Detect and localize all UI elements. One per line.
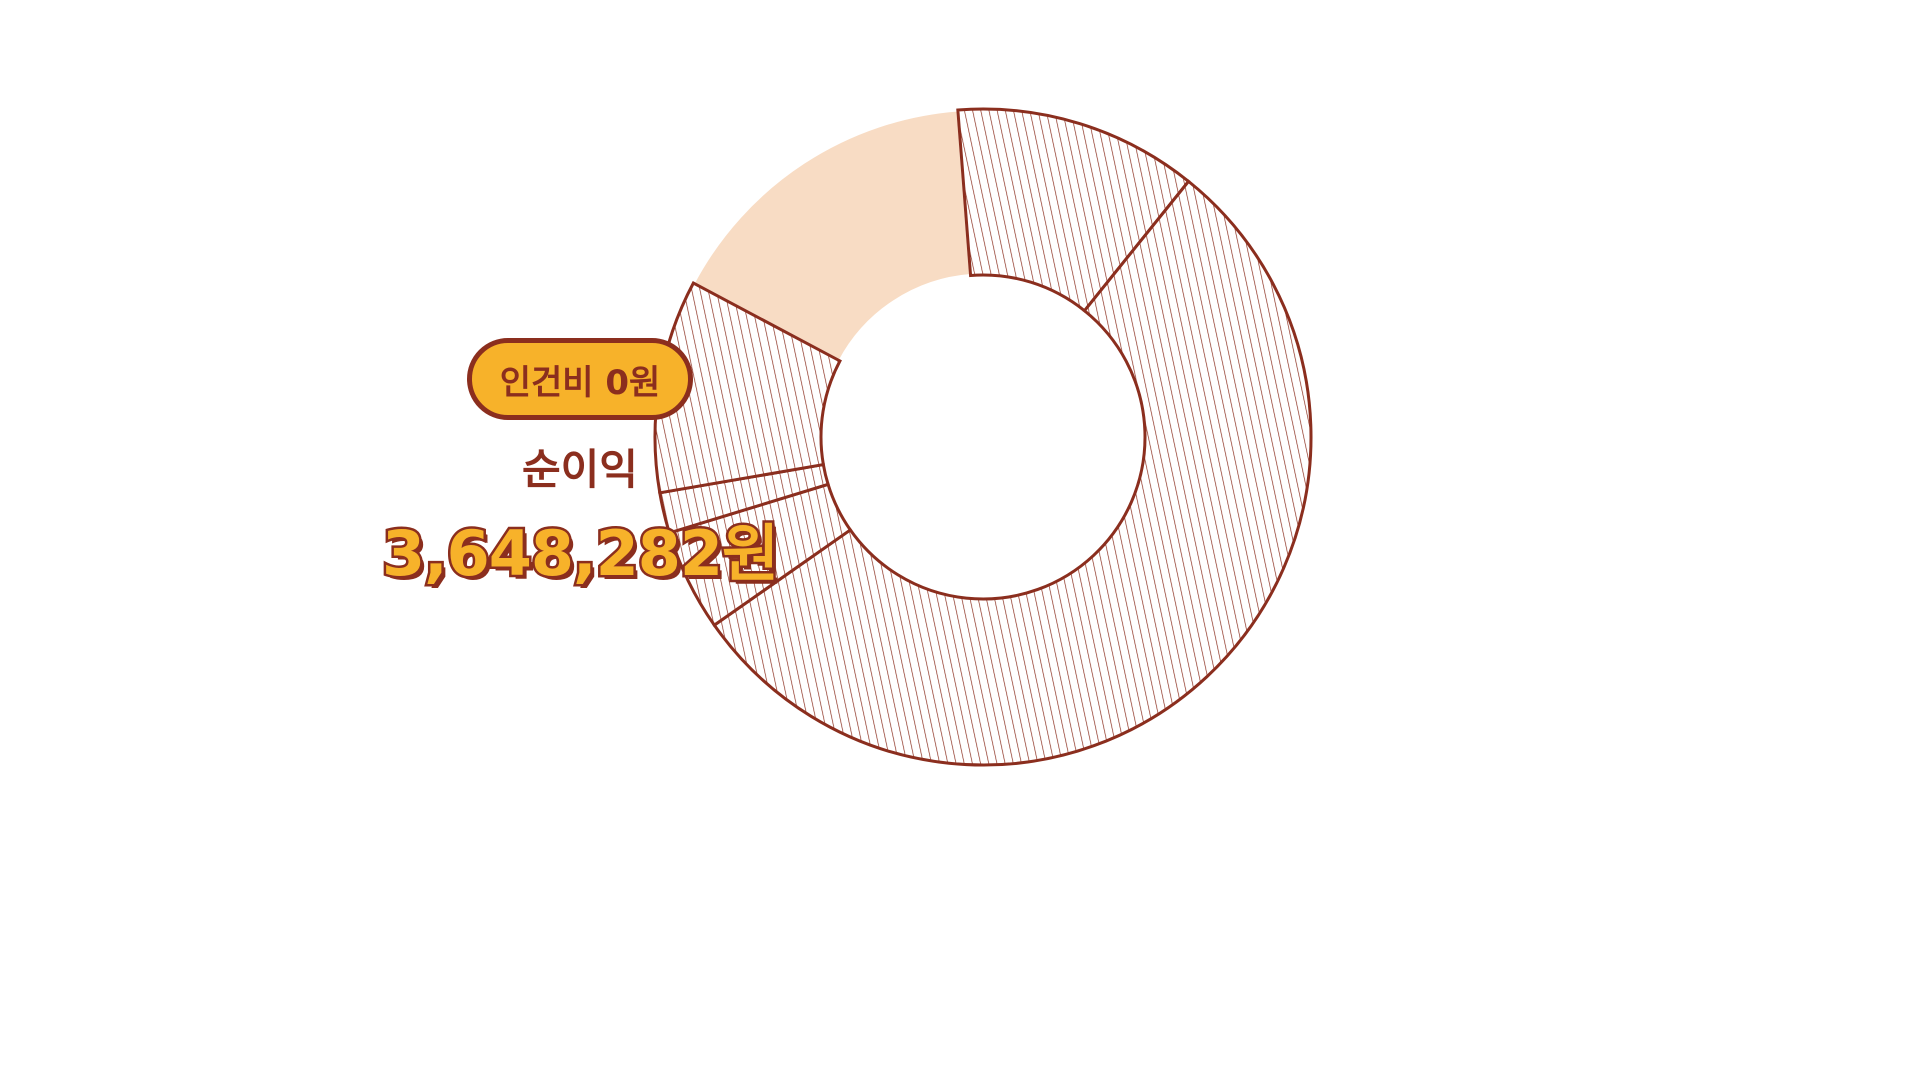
net-profit-value: 3,648,282원 (379, 515, 781, 593)
net-profit-label: 순이익 (521, 444, 639, 495)
donut-slice-hatched-5 (653, 280, 842, 495)
donut-slices (653, 107, 1313, 767)
labor-cost-badge: 인건비 0원 (466, 338, 694, 420)
net-profit-callout: 인건비 0원 순이익 3,648,282원 (379, 338, 782, 593)
donut-slice-hatched-1 (956, 107, 1191, 313)
donut-slice-hatched-2 (712, 179, 1313, 767)
donut-slice-highlight (691, 108, 973, 363)
